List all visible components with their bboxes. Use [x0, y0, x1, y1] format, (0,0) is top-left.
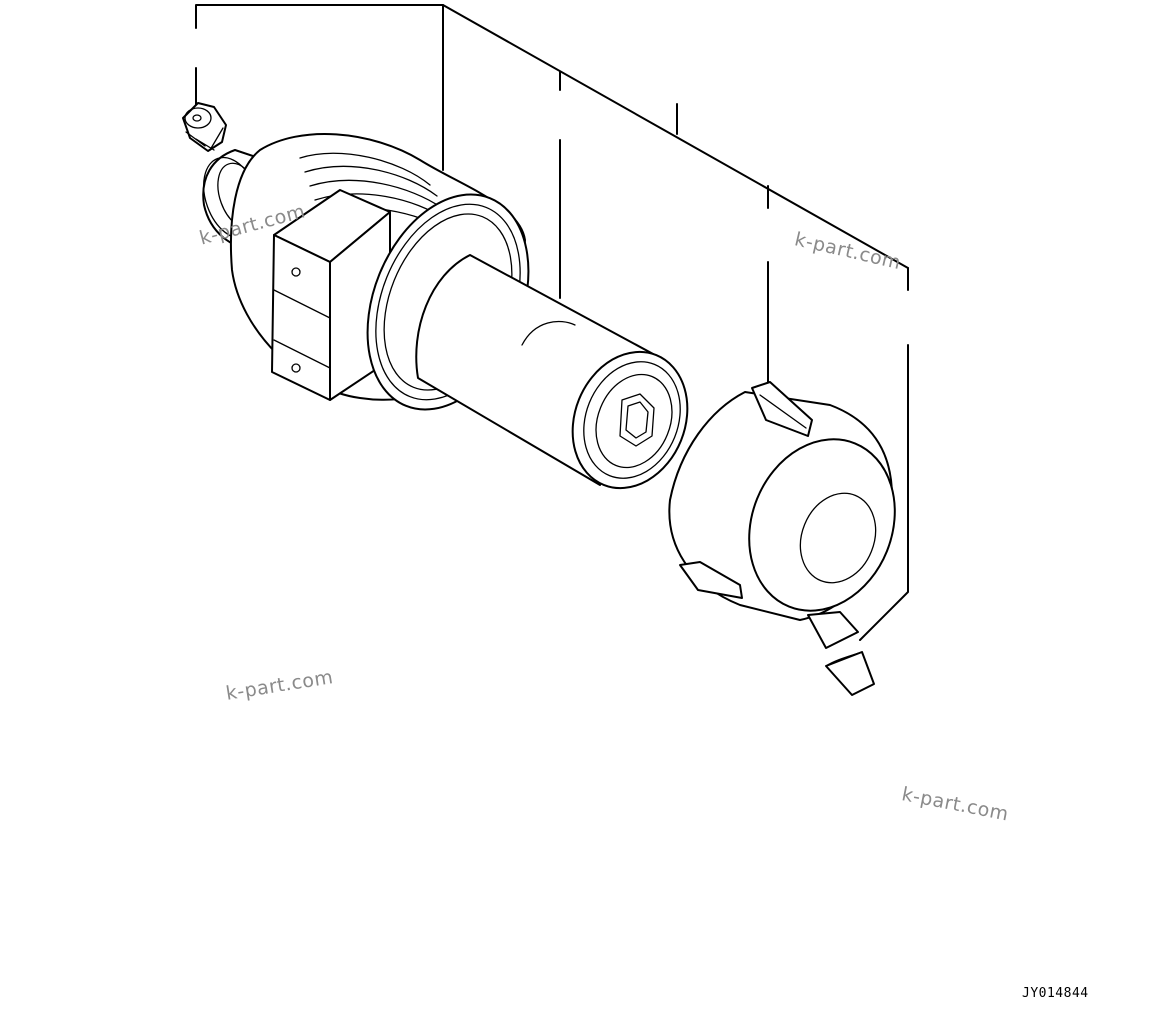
leader-diagonal [442, 4, 909, 269]
cover-assembly-part [668, 381, 896, 621]
leader-evacuator [859, 344, 909, 641]
filter-element-part [415, 254, 689, 490]
drawing-code: JY014844 [1022, 986, 1089, 1001]
evacuator-valve-part [807, 611, 875, 696]
dust-indicator-part [182, 102, 227, 152]
leader-lines [195, 4, 909, 641]
leader-body [195, 4, 444, 171]
